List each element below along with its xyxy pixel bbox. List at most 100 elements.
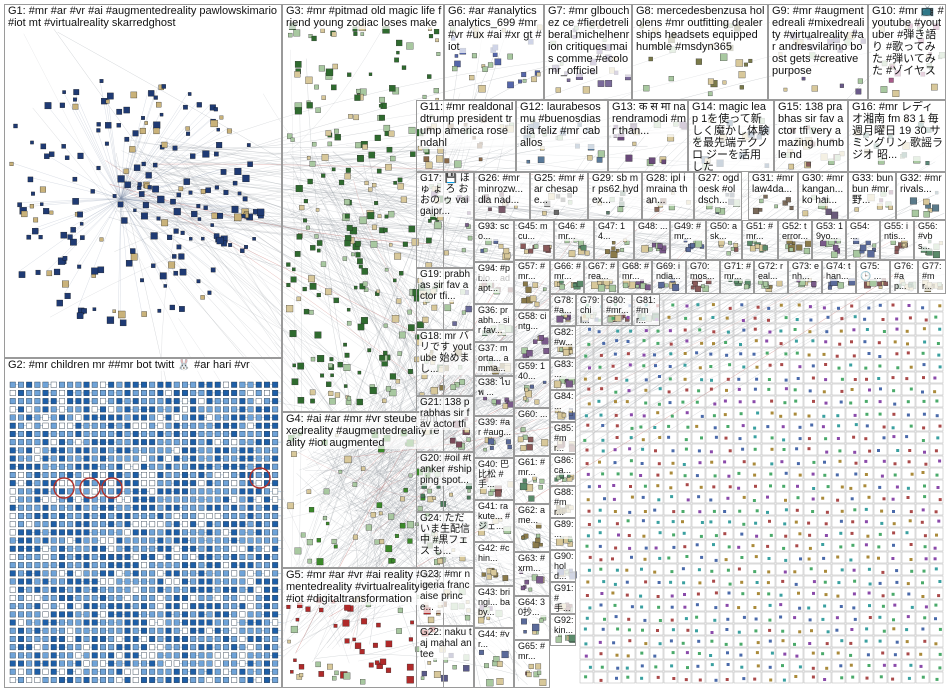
node (908, 519, 912, 523)
node (878, 303, 882, 307)
node (116, 381, 123, 388)
node (586, 472, 590, 476)
node (938, 327, 942, 331)
node (852, 354, 856, 358)
node (599, 413, 603, 417)
node (18, 472, 24, 478)
node (197, 217, 202, 221)
tiny-group-cell (831, 539, 846, 552)
node (742, 328, 746, 332)
edge (73, 97, 121, 199)
node (42, 488, 49, 495)
node (583, 438, 587, 442)
node (132, 406, 139, 413)
node (643, 510, 647, 513)
node (882, 330, 886, 333)
node (239, 463, 246, 470)
node (922, 426, 926, 430)
node (849, 558, 853, 562)
node (9, 381, 16, 388)
node (784, 378, 788, 382)
node (728, 449, 732, 453)
node (67, 472, 74, 478)
node (766, 495, 769, 499)
node (923, 340, 927, 344)
node (597, 376, 601, 380)
edge (325, 267, 943, 537)
node (59, 381, 65, 388)
node (140, 455, 147, 462)
node (852, 435, 856, 439)
node (27, 176, 34, 183)
node (937, 353, 941, 357)
node (83, 488, 90, 495)
node (769, 484, 772, 488)
node (921, 351, 925, 355)
node (684, 438, 688, 442)
tiny-group-cell (901, 383, 916, 396)
node (737, 545, 741, 549)
node (798, 473, 802, 477)
node (838, 459, 842, 463)
node (741, 447, 745, 451)
tiny-group-cell (621, 551, 636, 564)
node (255, 390, 262, 396)
edge (75, 198, 121, 213)
node (205, 187, 211, 193)
tiny-group-cell (705, 503, 720, 516)
node (795, 447, 799, 451)
node (837, 366, 841, 370)
node (681, 510, 685, 513)
node (264, 422, 270, 429)
node (264, 463, 270, 470)
edge (354, 504, 431, 512)
node (821, 543, 825, 546)
node (9, 398, 16, 405)
node (247, 504, 254, 511)
tiny-group-cell (929, 491, 944, 504)
node (132, 463, 139, 470)
node (754, 521, 758, 525)
node (116, 439, 123, 446)
node (18, 390, 24, 396)
node (781, 425, 785, 429)
node (878, 532, 882, 536)
tiny-group-cell (873, 503, 888, 516)
node (99, 390, 106, 396)
node (198, 504, 205, 511)
node (742, 460, 746, 464)
node (50, 496, 57, 503)
node (724, 341, 728, 344)
node (157, 431, 164, 437)
node (231, 472, 238, 478)
node (628, 447, 632, 451)
node (601, 424, 605, 427)
node (615, 424, 619, 428)
tiny-group-cell (929, 503, 944, 516)
node (75, 398, 82, 405)
node (770, 447, 774, 451)
node (239, 422, 246, 429)
node (200, 189, 206, 194)
node (936, 436, 940, 440)
node (198, 463, 205, 470)
edge (290, 49, 295, 608)
node (255, 504, 262, 511)
node (91, 439, 98, 446)
edge (9, 161, 121, 199)
node (584, 414, 588, 418)
tiny-group-cell (607, 515, 622, 528)
tiny-group-cell (887, 455, 902, 468)
node (823, 460, 826, 464)
node (709, 498, 713, 502)
edge (165, 178, 622, 267)
node (752, 400, 756, 404)
node (877, 556, 880, 560)
tiny-group-cell (929, 527, 944, 540)
node (116, 414, 123, 421)
edge (159, 155, 574, 557)
node (186, 131, 191, 136)
node (713, 402, 717, 406)
node (67, 439, 74, 446)
node (891, 497, 895, 501)
